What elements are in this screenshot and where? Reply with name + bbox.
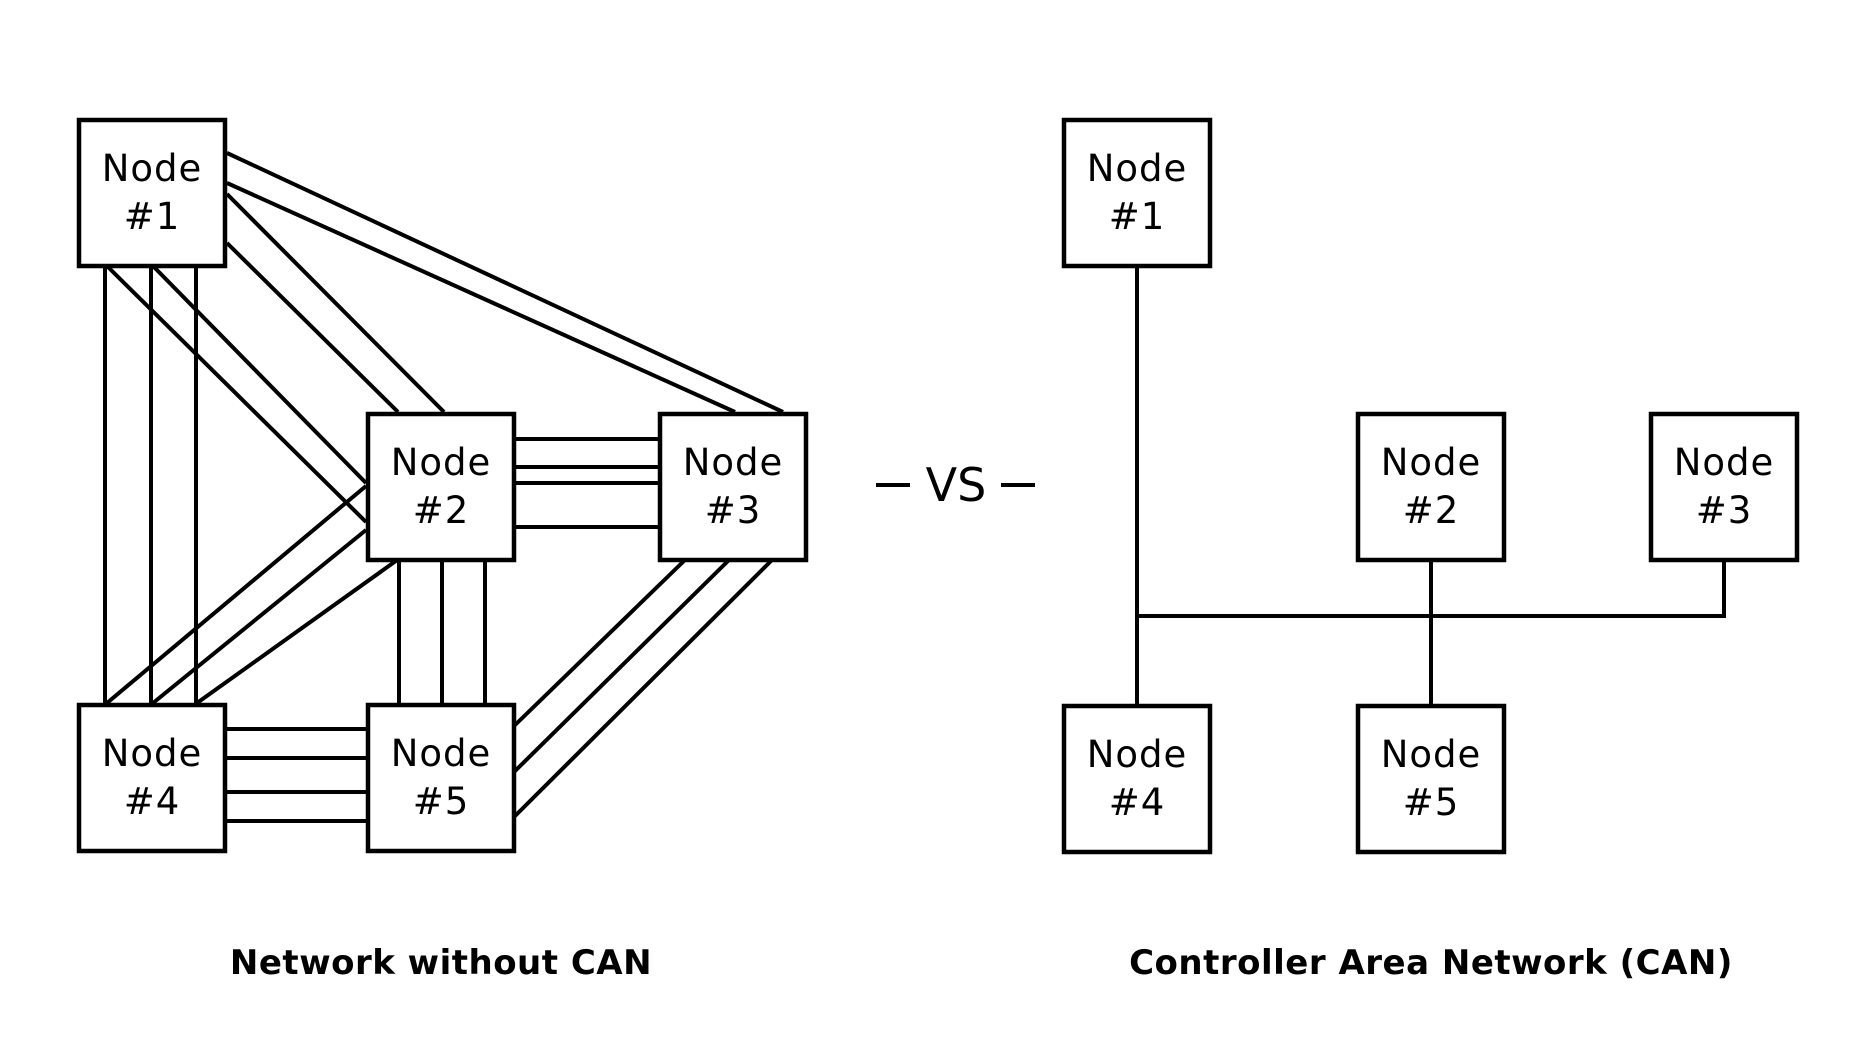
can-node-5: Node #5: [1355, 703, 1507, 855]
node-label-line2: #2: [413, 489, 470, 532]
wire-n4-n2: [105, 484, 368, 705]
mesh-network: Node #1 Node #2 Node #3 Node #4 Node #5 …: [76, 117, 809, 983]
wire-n3-n5: [511, 556, 776, 820]
can-node-3: Node #3: [1648, 411, 1800, 563]
wire-n1-n3: [226, 151, 784, 414]
node-box: [1061, 117, 1213, 269]
node-label-line1: Node: [683, 441, 784, 484]
node-box: [1355, 411, 1507, 563]
node-label-line1: Node: [391, 441, 492, 484]
node-label-line1: Node: [102, 732, 203, 775]
wire-n1-n2: [225, 241, 400, 414]
node-label-line1: Node: [1087, 147, 1188, 190]
wire-n4-n2: [195, 556, 402, 705]
can-caption: Controller Area Network (CAN): [1129, 943, 1733, 983]
node-label-line2: #5: [413, 780, 470, 823]
wire-n1-n2-left: [151, 264, 368, 485]
node-label-line1: Node: [1087, 733, 1188, 776]
node-box: [365, 411, 517, 563]
node-label-line2: #4: [1109, 781, 1166, 824]
node-box: [365, 702, 517, 854]
wire-n3-n5: [511, 556, 733, 775]
can-node-4: Node #4: [1061, 703, 1213, 855]
node-label-line2: #5: [1403, 781, 1460, 824]
node-box: [657, 411, 809, 563]
node-label-line2: #3: [705, 489, 762, 532]
node-label-line1: Node: [102, 147, 203, 190]
mesh-node-1: Node #1: [76, 117, 228, 269]
node-label-line2: #1: [1109, 195, 1166, 238]
mesh-node-3: Node #3: [657, 411, 809, 563]
node-label-line1: Node: [1381, 441, 1482, 484]
node-box: [1355, 703, 1507, 855]
mesh-wires: [103, 151, 784, 823]
node-label-line1: Node: [1674, 441, 1775, 484]
vs-separator: VS: [876, 458, 1035, 512]
can-node-2: Node #2: [1355, 411, 1507, 563]
mesh-caption: Network without CAN: [230, 943, 652, 983]
mesh-node-2: Node #2: [365, 411, 517, 563]
node-label-line2: #1: [124, 195, 181, 238]
wire-n4-n2: [151, 528, 368, 705]
node-box: [1648, 411, 1800, 563]
wire-n1-n2-left: [105, 264, 368, 524]
can-network: Node #1 Node #2 Node #3 Node #4 Node #5 …: [1061, 117, 1800, 983]
wire-n1-n3: [226, 181, 736, 414]
mesh-node-4: Node #4: [76, 702, 228, 854]
node-label-line2: #3: [1696, 489, 1753, 532]
vs-label: VS: [926, 458, 987, 512]
node-label-line2: #2: [1403, 489, 1460, 532]
wire-n1-n2: [225, 192, 446, 414]
wire-n3-n5: [511, 556, 689, 729]
node-label-line1: Node: [391, 732, 492, 775]
can-bus: [1135, 267, 1726, 706]
node-label-line1: Node: [1381, 733, 1482, 776]
node-label-line2: #4: [124, 780, 181, 823]
node-box: [76, 117, 228, 269]
can-node-1: Node #1: [1061, 117, 1213, 269]
node-box: [1061, 703, 1213, 855]
node-box: [76, 702, 228, 854]
mesh-node-5: Node #5: [365, 702, 517, 854]
